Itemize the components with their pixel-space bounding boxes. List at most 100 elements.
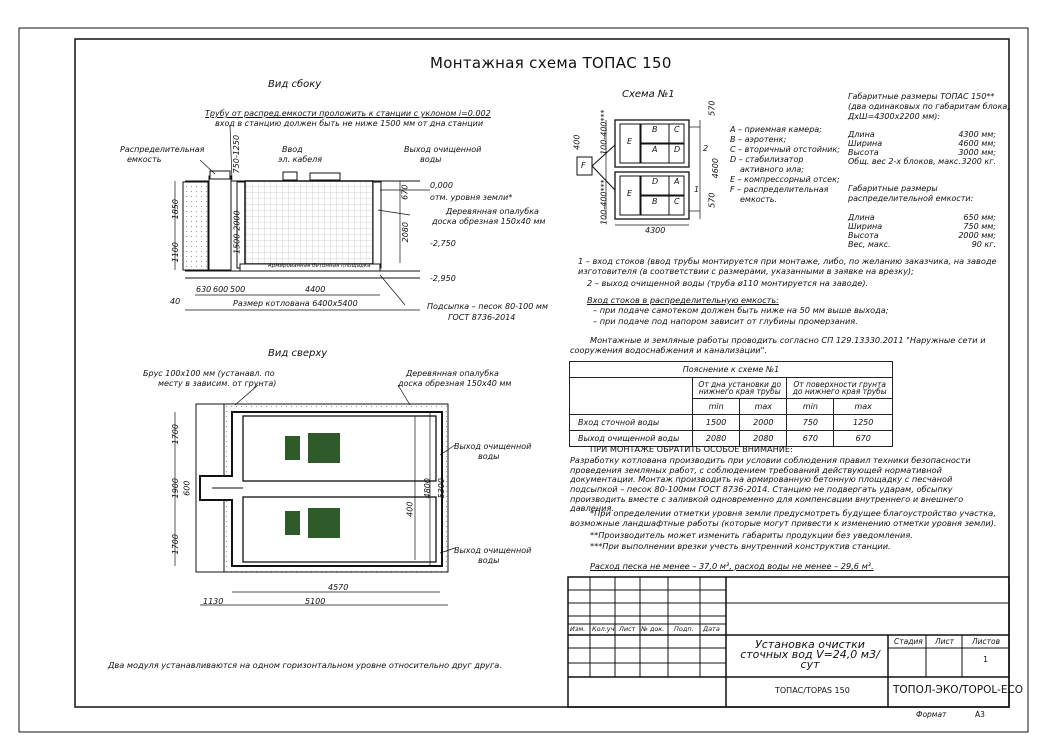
sheet-title: Монтажная схема ТОПАС 150	[430, 54, 672, 72]
scheme-letter-a2: A	[674, 177, 680, 186]
inlet-title: Вход стоков в распределительную емкость:	[587, 295, 779, 305]
scheme-letter-d2: D	[652, 177, 659, 186]
scheme-title: Схема №1	[622, 89, 675, 100]
top-view-title: Вид сверху	[268, 348, 328, 359]
scheme-dim-100-400b: 100-400***	[599, 179, 609, 225]
scheme-legend: А – приемная камера;В – аэротенк;С – вто…	[730, 125, 840, 204]
top-outlet-b-2: воды	[478, 556, 500, 565]
stamp-col-list: Лист	[619, 625, 636, 633]
top-formwork-label: Деревянная опалубка	[406, 369, 499, 378]
dim-500: 500	[230, 285, 246, 294]
scheme-letter-c2: C	[674, 197, 680, 206]
scheme-dim-100-400a: 100-400***	[599, 109, 609, 155]
beam-label: Брус 100х100 мм (устанавл. по	[143, 369, 275, 378]
pipe-note: Трубу от распред.емкости проложить к ста…	[205, 109, 491, 118]
inlet-note-2: – при подаче под напором зависит от глуб…	[593, 316, 858, 326]
side-view-drawing	[174, 124, 430, 311]
top-outlet-b: Выход очищенной	[454, 546, 532, 555]
beam-label-2: месту в зависим. от грунта)	[158, 379, 277, 388]
dim-600: 600	[213, 285, 229, 294]
outlet-label-2: воды	[420, 155, 442, 164]
stamp-sheets-value: 1	[983, 655, 989, 664]
side-view-title: Вид сбоку	[268, 79, 322, 90]
scheme-letter-e1: E	[627, 137, 633, 146]
level-2950: -2,950	[430, 274, 456, 283]
spec-row: Вес, макс.90 кг.	[848, 240, 996, 249]
pit-size: Размер котлована 6400х5400	[233, 299, 358, 308]
outlet-label: Выход очищенной	[404, 145, 482, 154]
scheme-letter-b2: B	[652, 197, 658, 206]
cable-label: Ввод	[282, 145, 303, 154]
specs-block: Габаритные размеры ТОПАС 150** (два один…	[848, 92, 1010, 121]
top-outlet-a: Выход очищенной	[454, 442, 532, 451]
scheme-num-2: 2	[703, 144, 709, 153]
dist-tank-label: Распределительная	[120, 145, 205, 154]
scheme-dim-400: 400	[572, 134, 582, 150]
top-dim-5100: 5100	[305, 597, 326, 606]
top-dim-1130: 1130	[203, 597, 224, 606]
inner-frame	[74, 38, 1010, 708]
stamp-sheets: Листов	[972, 637, 1001, 646]
top-dim-1900: 1900	[170, 478, 180, 499]
top-dim-1700a: 1700	[170, 424, 180, 445]
stamp-stage: Стадия	[894, 637, 923, 646]
pipe-note-2: вход в станцию должен быть не ниже 1500 …	[215, 119, 484, 128]
table-col2: От поверхности грунта до нижнего края тр…	[786, 377, 893, 399]
sand-label: Подсыпка – песок 80-100 мм	[427, 302, 548, 311]
table-caption: Пояснение к схеме №1	[569, 361, 893, 378]
scheme-letter-d1: D	[674, 145, 681, 154]
stamp-product: ТОПАС/TOPAS 150	[775, 686, 850, 695]
level-zero-label: отм. уровня земли*	[430, 193, 513, 202]
warning-text: Разработку котлована производить при усл…	[570, 455, 971, 514]
note-inlet: 1 – вход стоков (ввод трубы монтируется …	[578, 256, 997, 276]
sand-use-note: Расход песка не менее – 37,0 м³, расход …	[590, 561, 874, 571]
stamp-format-value: А3	[975, 710, 985, 719]
scheme1-drawing	[576, 119, 701, 226]
top-dim-600: 600	[182, 480, 192, 496]
dim-1100: 1100	[170, 242, 180, 263]
scheme-dim-570a: 570	[707, 100, 717, 116]
dim-40: 40	[170, 297, 181, 306]
formwork-label: Деревянная опалубка	[446, 207, 539, 216]
stamp-col-podp: Подп.	[674, 625, 694, 633]
star3-note: ***При выполнении врезки учесть внутренн…	[590, 541, 891, 551]
explanation-table: Пояснение к схеме №1 От дна установки до…	[569, 361, 893, 447]
stamp-col-kol: Кол.уч	[592, 625, 615, 633]
top-dim-400: 400	[405, 501, 415, 517]
cable-label-2: эл. кабеля	[278, 155, 323, 164]
slab-label: Армированная бетонная площадка	[268, 263, 371, 269]
scheme-dim-570b: 570	[707, 192, 717, 208]
star2-note: **Производитель может изменить габариты …	[590, 530, 913, 540]
stamp-format: Формат	[916, 710, 947, 719]
stamp-col-date: Дата	[703, 625, 720, 633]
warning-title: ПРИ МОНТАЖЕ ОБРАТИТЬ ОСОБОЕ ВНИМАНИЕ:	[590, 444, 793, 454]
stamp-col-izm: Изм.	[570, 625, 586, 633]
dim-4400: 4400	[305, 285, 326, 294]
sand-label-2: ГОСТ 8736-2014	[448, 313, 516, 322]
scheme-dim-4600: 4600	[710, 158, 720, 179]
top-dim-4800: 4800	[422, 478, 432, 499]
outer-frame	[18, 27, 1029, 733]
specs-dist-header: Габаритные размеры распределительной емк…	[848, 184, 974, 203]
formwork-label-2: доска обрезная 150х40 мм	[432, 217, 546, 226]
scheme-letter-c1: C	[674, 125, 680, 134]
level-zero: 0,000	[430, 181, 453, 190]
inlet-note-1: – при подаче самотеком должен быть ниже …	[593, 305, 889, 315]
scheme-num-1: 1	[694, 185, 700, 194]
works-note: Монтажные и земляные работы проводить со…	[570, 335, 986, 355]
dim-2080: 2080	[400, 222, 410, 243]
top-view-drawing	[174, 384, 456, 606]
note-outlet: 2 – выход очищенной воды (труба ø110 мон…	[587, 278, 869, 288]
dim-750-1250: 750-1250	[232, 134, 242, 174]
table-col1: От дна установки до нижнего края трубы	[691, 377, 788, 399]
